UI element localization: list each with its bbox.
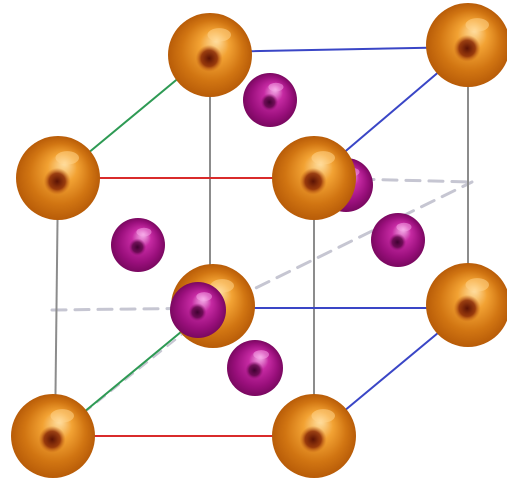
corner-atom-highlight — [207, 28, 232, 42]
corner-atom — [272, 136, 356, 220]
face-center-atom — [227, 340, 283, 396]
cube-edge-blue — [209, 46, 469, 53]
face-center-atom-core — [260, 93, 279, 111]
face-center-atom-highlight — [253, 350, 269, 360]
cube-edge-vertical — [54, 177, 59, 437]
face-center-atom-core — [388, 233, 407, 251]
corner-atom-core — [453, 34, 481, 62]
atoms — [11, 3, 507, 478]
corner-atom — [11, 394, 95, 478]
corner-atom-highlight — [465, 18, 489, 32]
face-center-atom-highlight — [396, 222, 412, 232]
face-center-atom — [243, 73, 297, 127]
corner-atom-core — [299, 425, 327, 453]
corner-atom-core — [38, 425, 66, 453]
face-center-atom — [371, 213, 425, 267]
corner-atom — [272, 394, 356, 478]
face-center-atom-highlight — [196, 292, 212, 302]
corner-atom — [426, 3, 507, 87]
corner-atom — [168, 13, 252, 97]
face-center-atom-core — [245, 361, 264, 380]
corner-atom-core — [453, 294, 481, 322]
corner-atom-highlight — [465, 278, 489, 292]
hidden-edge — [50, 306, 217, 312]
corner-atom-highlight — [55, 151, 79, 165]
corner-atom-core — [43, 167, 71, 195]
corner-atom — [16, 136, 100, 220]
corner-atom-highlight — [311, 151, 335, 165]
face-center-atom — [170, 282, 226, 338]
face-center-atom — [111, 218, 165, 272]
face-center-atom-highlight — [268, 82, 284, 92]
corner-atom-highlight — [50, 409, 74, 423]
corner-atom-core — [299, 167, 327, 195]
corner-atom-highlight — [311, 409, 335, 423]
hidden-edge — [213, 180, 474, 310]
face-center-atom-core — [128, 238, 147, 256]
face-center-atom-core — [188, 303, 207, 322]
face-center-atom-highlight — [136, 227, 152, 237]
corner-atom — [426, 263, 507, 347]
corner-atom-core — [195, 44, 223, 72]
